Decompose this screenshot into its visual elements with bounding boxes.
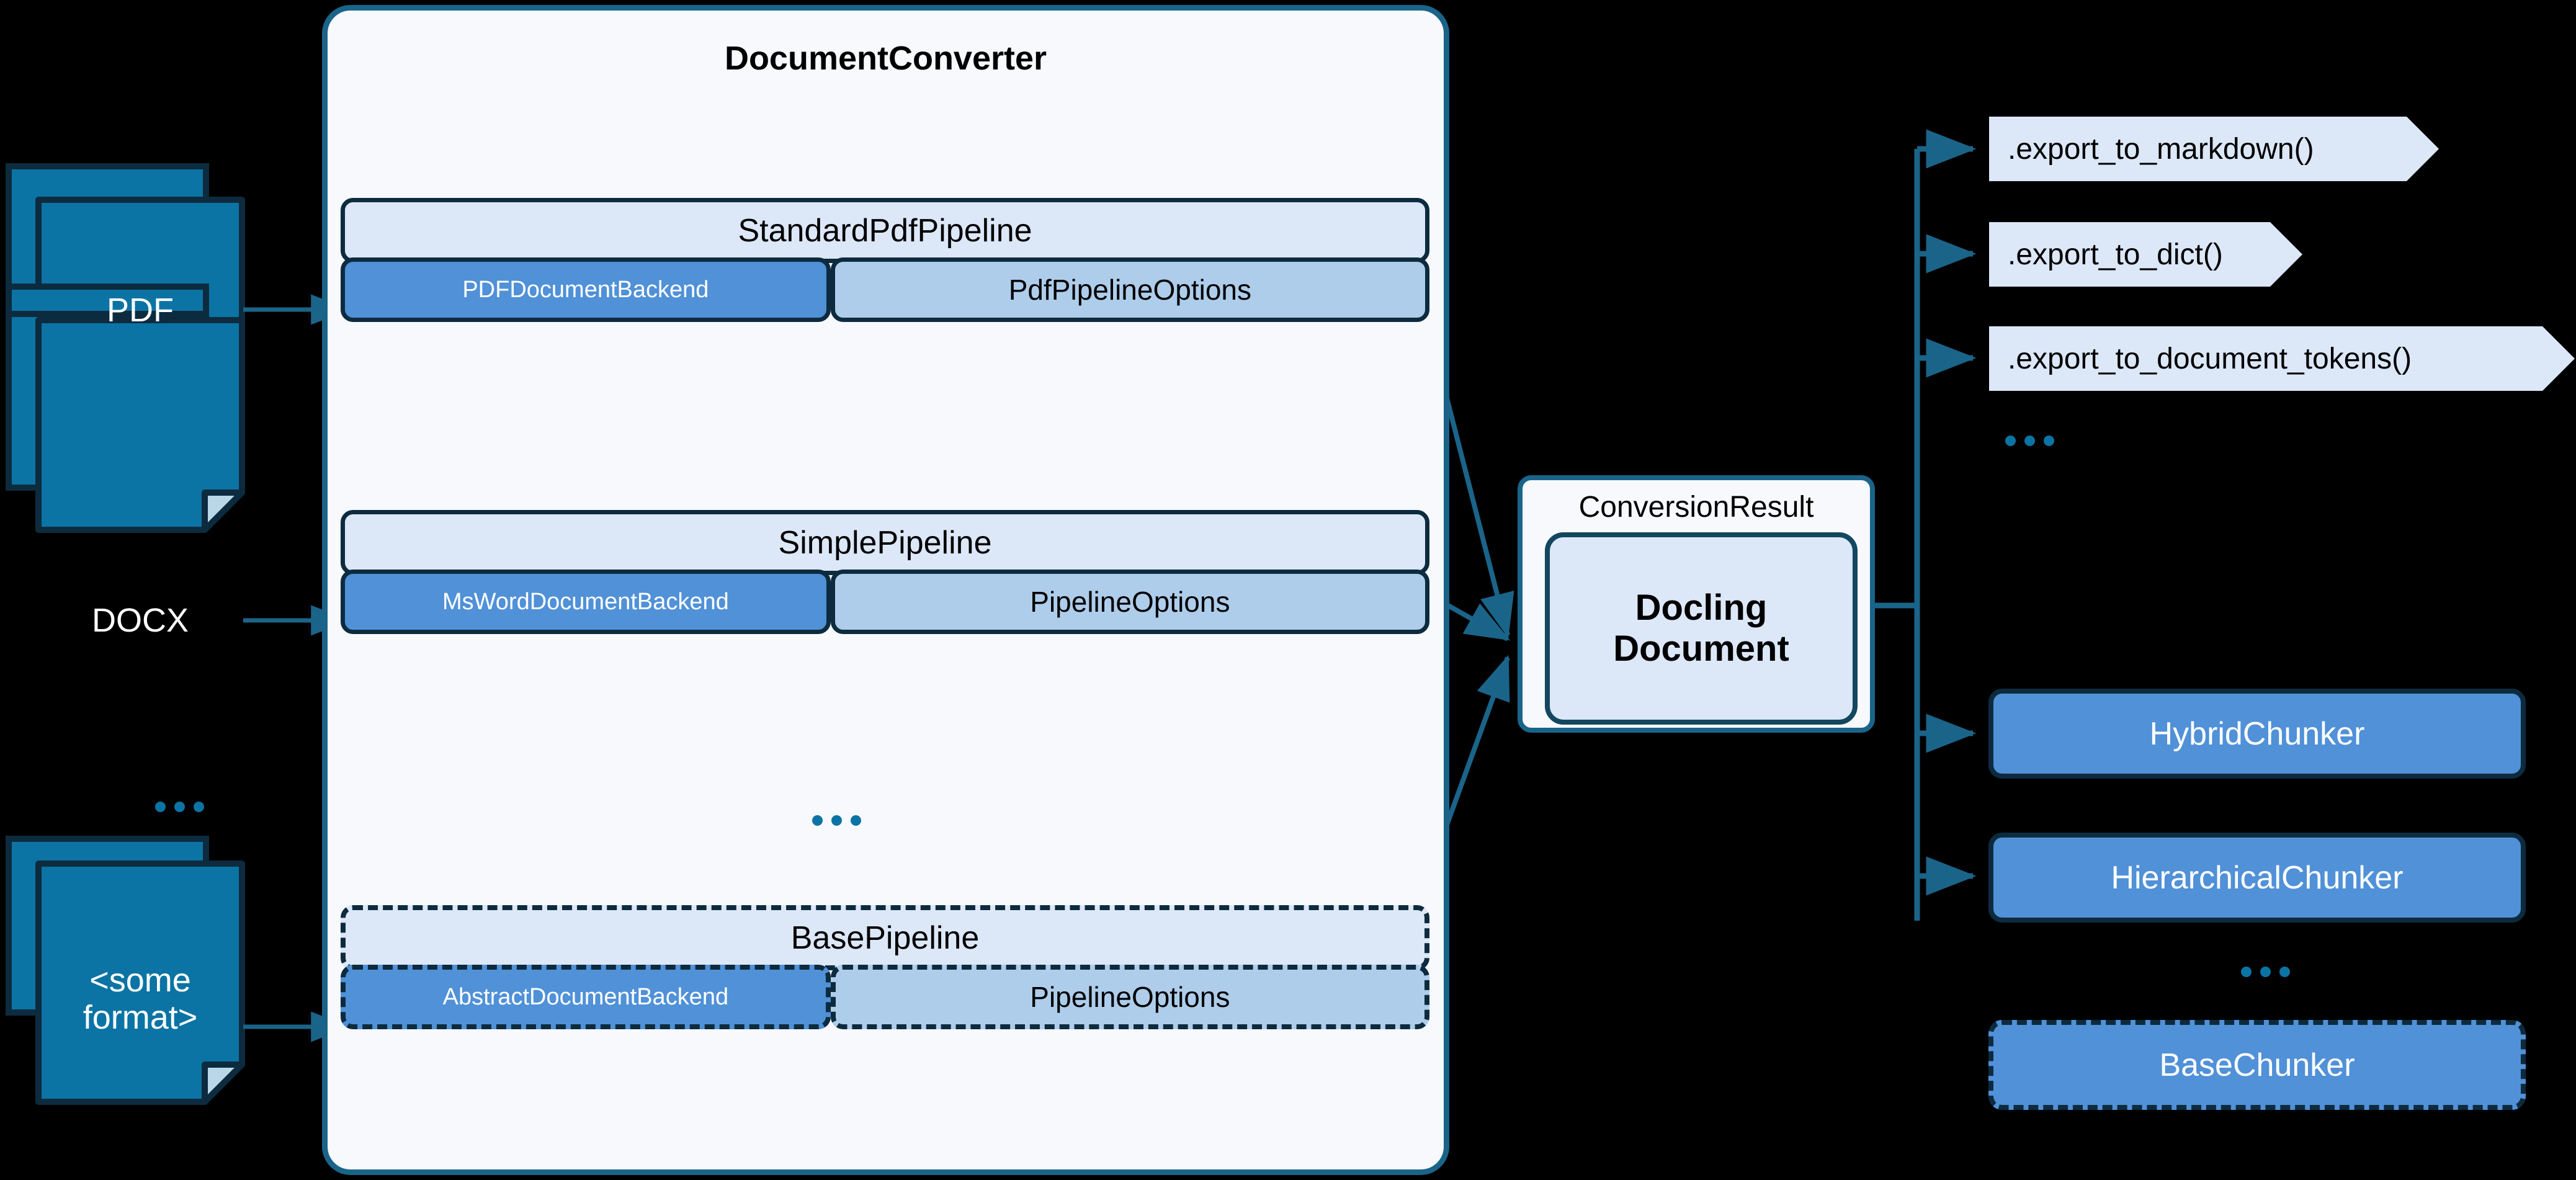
- options-box-pipelineoptions-simple[interactable]: PipelineOptions: [830, 570, 1429, 634]
- backend-box-abstractdocumentbackend[interactable]: AbstractDocumentBackend: [341, 965, 831, 1029]
- document-converter-title: DocumentConverter: [724, 40, 1047, 77]
- pipeline-group-basepipeline[interactable]: BasePipeline AbstractDocumentBackend Pip…: [341, 905, 1429, 1029]
- options-box-pdfpipelineoptions[interactable]: PdfPipelineOptions: [830, 257, 1429, 322]
- input-label-someformat: <some format>: [83, 961, 198, 1036]
- docling-document-box[interactable]: Docling Document: [1545, 532, 1858, 725]
- chunkers-ellipsis: [2241, 967, 2290, 977]
- pipeline-group-simplepipeline[interactable]: SimplePipeline MsWordDocumentBackend Pip…: [341, 510, 1429, 634]
- input-label-pdf: PDF: [107, 291, 174, 329]
- input-label-docx: DOCX: [91, 601, 189, 639]
- export-arrow-document-tokens[interactable]: .export_to_document_tokens(): [1989, 326, 2575, 391]
- options-box-pipelineoptions-base[interactable]: PipelineOptions: [830, 965, 1429, 1029]
- export-arrow-markdown[interactable]: .export_to_markdown(): [1989, 117, 2439, 181]
- pipeline-header-basepipeline[interactable]: BasePipeline: [341, 905, 1429, 970]
- backend-box-pdfdocumentbackend[interactable]: PDFDocumentBackend: [341, 257, 831, 322]
- pipeline-group-standardpdfpipeline[interactable]: StandardPdfPipeline PDFDocumentBackend P…: [341, 198, 1429, 322]
- inputs-ellipsis: [155, 802, 204, 812]
- conversion-result-label: ConversionResult: [1578, 491, 1814, 524]
- exports-ellipsis: [2005, 436, 2054, 446]
- backend-box-msworddocumentbackend[interactable]: MsWordDocumentBackend: [341, 570, 831, 634]
- document-converter-container: DocumentConverter StandardPdfPipeline PD…: [322, 5, 1449, 1175]
- conversion-result-container: ConversionResult Docling Document: [1518, 475, 1875, 733]
- export-arrow-dict[interactable]: .export_to_dict(): [1989, 222, 2302, 287]
- result-fanout-connectors: [1875, 129, 1977, 921]
- chunker-box-hierarchicalchunker[interactable]: HierarchicalChunker: [1988, 833, 2526, 923]
- chunker-box-hybridchunker[interactable]: HybridChunker: [1988, 689, 2526, 779]
- chunker-box-basechunker[interactable]: BaseChunker: [1988, 1020, 2526, 1110]
- pipeline-header-standardpdfpipeline[interactable]: StandardPdfPipeline: [341, 198, 1429, 263]
- pipeline-header-simplepipeline[interactable]: SimplePipeline: [341, 510, 1429, 575]
- pipelines-ellipsis: [812, 815, 861, 826]
